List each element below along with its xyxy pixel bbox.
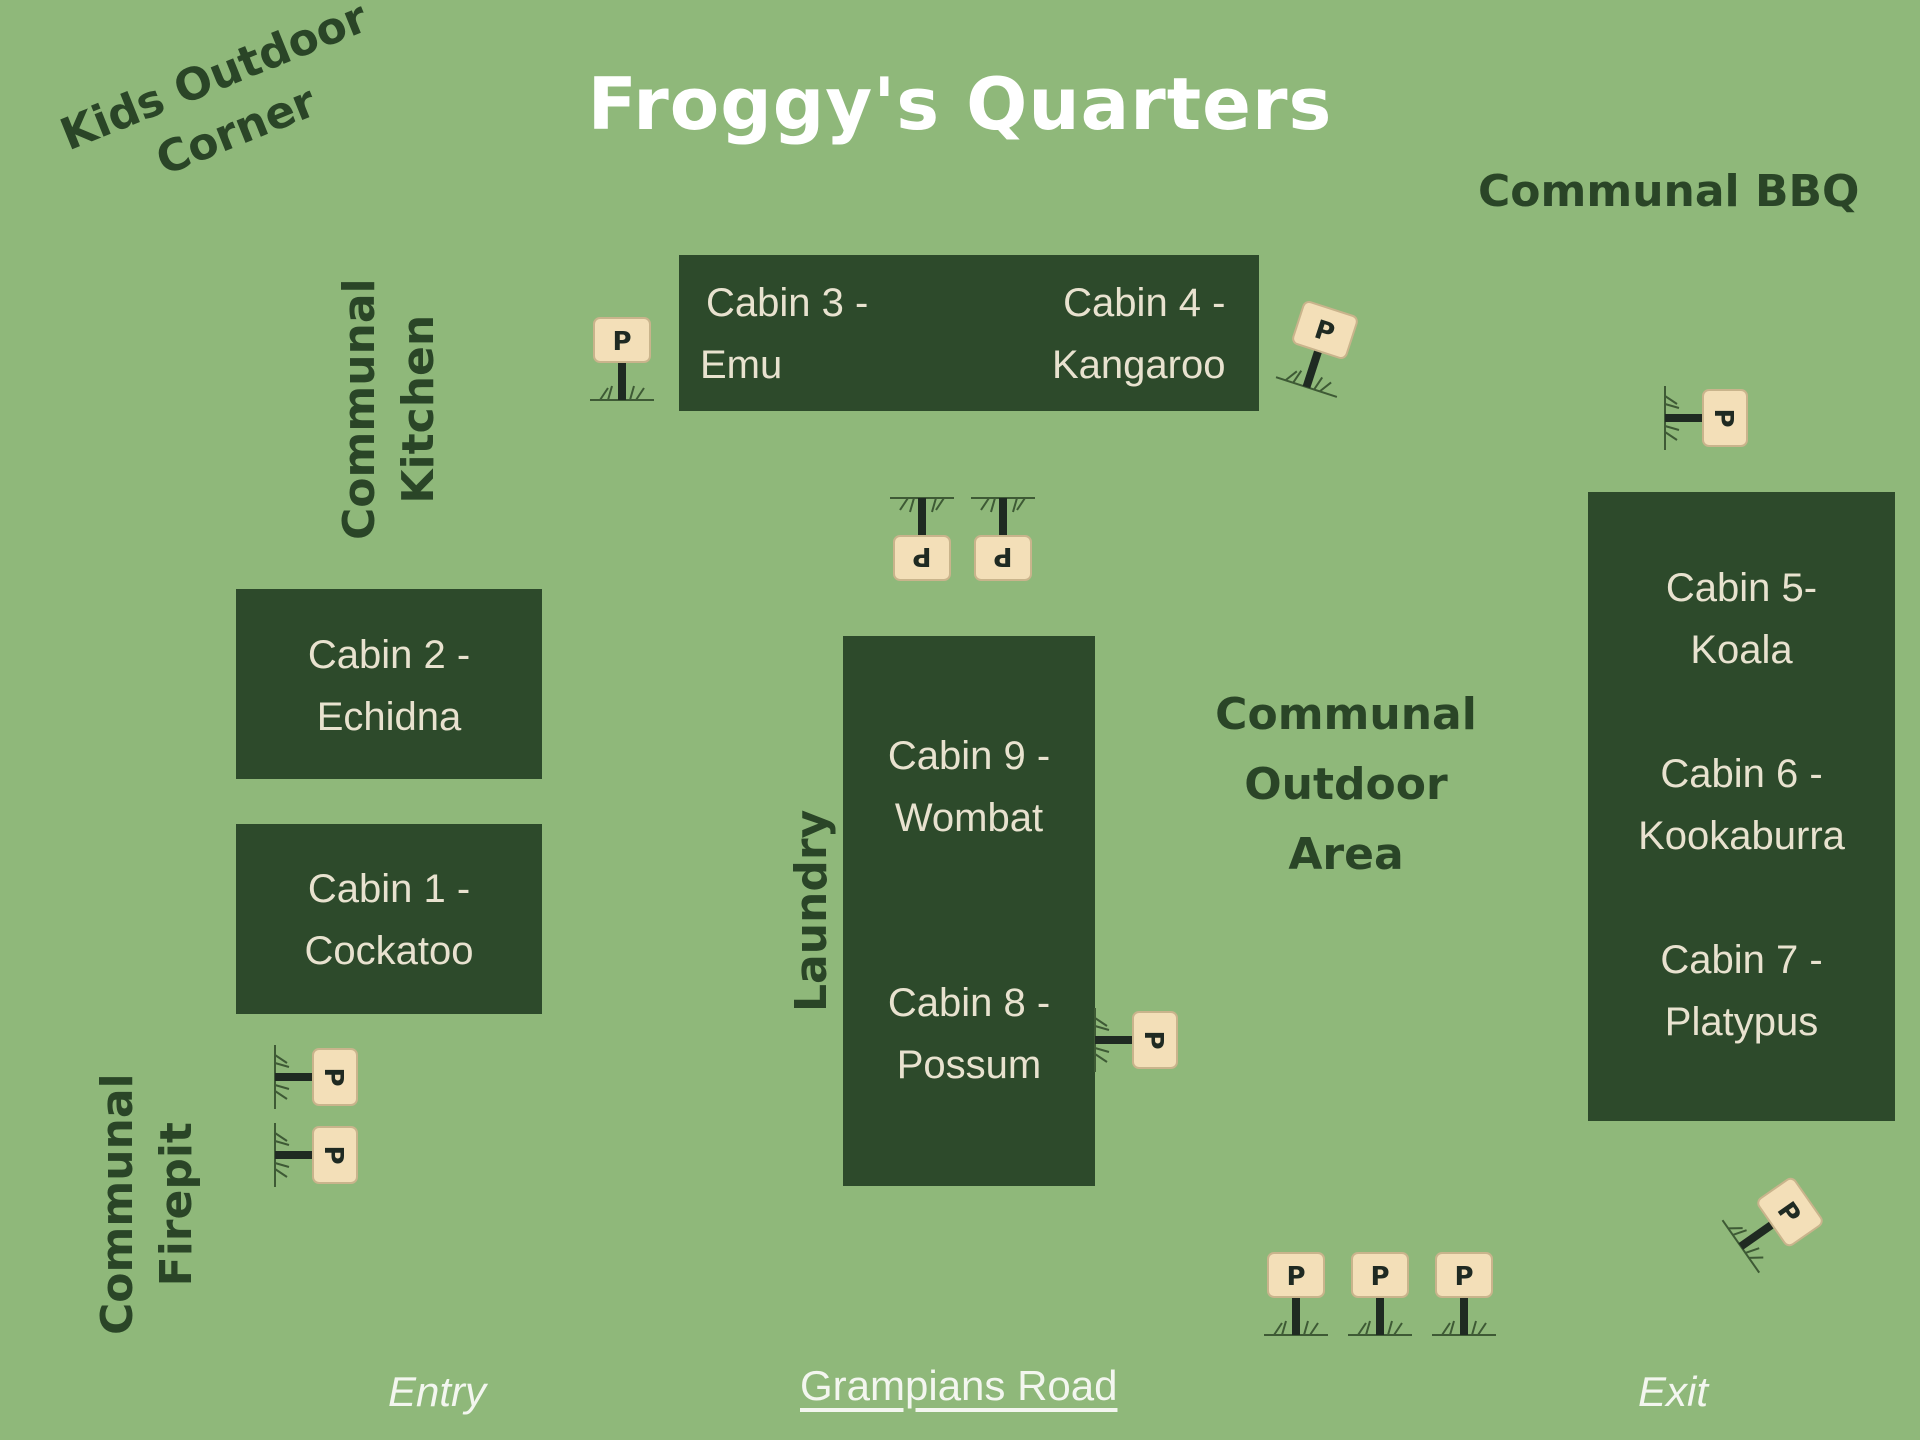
parking-sign-icon: P	[582, 300, 662, 410]
parking-sign-icon: P	[1655, 378, 1765, 458]
parking-sign-icon: P	[1256, 1235, 1336, 1345]
communal-outdoor-line1: Communal	[1215, 689, 1477, 740]
svg-text:P: P	[993, 541, 1012, 571]
cabin-9-line2: Wombat	[894, 796, 1044, 840]
svg-text:P: P	[1708, 408, 1738, 427]
cabin-2-line2: Echidna	[316, 695, 462, 739]
cabin-7-label: Cabin 7 - Platypus	[1588, 929, 1895, 1053]
laundry-label: Laundry	[786, 809, 837, 1012]
parking-sign-icon: P	[1085, 1000, 1195, 1080]
cabin-6-line1: Cabin 6 -	[1660, 752, 1823, 796]
cabin-4-line1: Cabin 4 -	[1063, 281, 1226, 325]
cabin-2-block	[236, 589, 542, 779]
kids-outdoor-corner-label: Kids Outdoor Corner	[52, 0, 398, 220]
cabin-3-line1: Cabin 3 -	[706, 281, 869, 325]
svg-text:P: P	[1454, 1262, 1473, 1292]
svg-text:P: P	[318, 1067, 348, 1086]
cabin-8-label: Cabin 8 - Possum	[843, 972, 1095, 1096]
communal-firepit-line1: Communal	[92, 1073, 143, 1335]
cabin-4-line2: Kangaroo	[1052, 343, 1226, 387]
parking-sign-icon: P	[1424, 1235, 1504, 1345]
communal-firepit-label: Communal Firepit	[88, 1073, 207, 1335]
cabin-3-line2: Emu	[700, 343, 783, 387]
communal-outdoor-line3: Area	[1288, 829, 1404, 880]
cabin-9-8-block	[843, 636, 1095, 1186]
cabin-4-label: Cabin 4 - Kangaroo	[1052, 272, 1225, 396]
communal-outdoor-area-label: Communal Outdoor Area	[1206, 680, 1486, 890]
parking-sign-icon: P	[265, 1115, 375, 1195]
parking-sign-icon: P	[1710, 1156, 1846, 1285]
parking-sign-icon: P	[963, 488, 1043, 598]
entry-label: Entry	[388, 1368, 487, 1415]
cabin-2-label: Cabin 2 - Echidna	[236, 624, 542, 748]
svg-text:P: P	[1370, 1262, 1389, 1292]
cabin-8-line2: Possum	[896, 1043, 1042, 1087]
cabin-9-label: Cabin 9 - Wombat	[843, 725, 1095, 849]
parking-sign-icon: P	[265, 1037, 375, 1117]
cabin-1-block	[236, 824, 542, 1014]
cabin-6-label: Cabin 6 - Kookaburra	[1588, 743, 1895, 867]
cabin-1-line2: Cockatoo	[304, 929, 474, 973]
communal-kitchen-line1: Communal	[334, 278, 385, 540]
map-title: Froggy's Quarters	[587, 62, 1333, 146]
cabin-5-line1: Cabin 5-	[1665, 566, 1818, 610]
cabin-3-4-block	[679, 255, 1259, 411]
svg-text:P: P	[1286, 1262, 1305, 1292]
svg-text:P: P	[912, 541, 931, 571]
cabin-8-line1: Cabin 8 -	[887, 981, 1051, 1025]
cabin-7-line1: Cabin 7 -	[1660, 938, 1823, 982]
grampians-road-label: Grampians Road	[800, 1362, 1118, 1409]
communal-outdoor-line2: Outdoor	[1244, 759, 1448, 810]
exit-label: Exit	[1638, 1368, 1709, 1415]
parking-sign-icon: P	[882, 488, 962, 598]
communal-firepit-line2: Firepit	[151, 1122, 203, 1287]
cabin-7-line2: Platypus	[1664, 1000, 1819, 1044]
communal-bbq-label: Communal BBQ	[1478, 166, 1860, 217]
cabin-6-line2: Kookaburra	[1638, 814, 1845, 858]
svg-text:P: P	[1138, 1030, 1168, 1049]
cabin-5-line2: Koala	[1690, 628, 1793, 672]
cabin-5-label: Cabin 5- Koala	[1588, 557, 1895, 681]
cabin-1-line1: Cabin 1 -	[307, 867, 471, 911]
cabin-3-label: Cabin 3 - Emu	[700, 272, 868, 396]
communal-kitchen-line2: Kitchen	[393, 314, 445, 504]
cabin-5-6-7-block	[1588, 492, 1895, 1121]
cabin-1-label: Cabin 1 - Cockatoo	[236, 858, 542, 982]
svg-text:P: P	[612, 327, 631, 357]
svg-text:P: P	[318, 1145, 348, 1164]
communal-kitchen-label: Communal Kitchen	[330, 278, 449, 540]
cabin-9-line1: Cabin 9 -	[887, 734, 1051, 778]
parking-sign-icon: P	[1265, 280, 1375, 409]
cabin-2-line1: Cabin 2 -	[307, 633, 471, 677]
parking-sign-icon: P	[1340, 1235, 1420, 1345]
